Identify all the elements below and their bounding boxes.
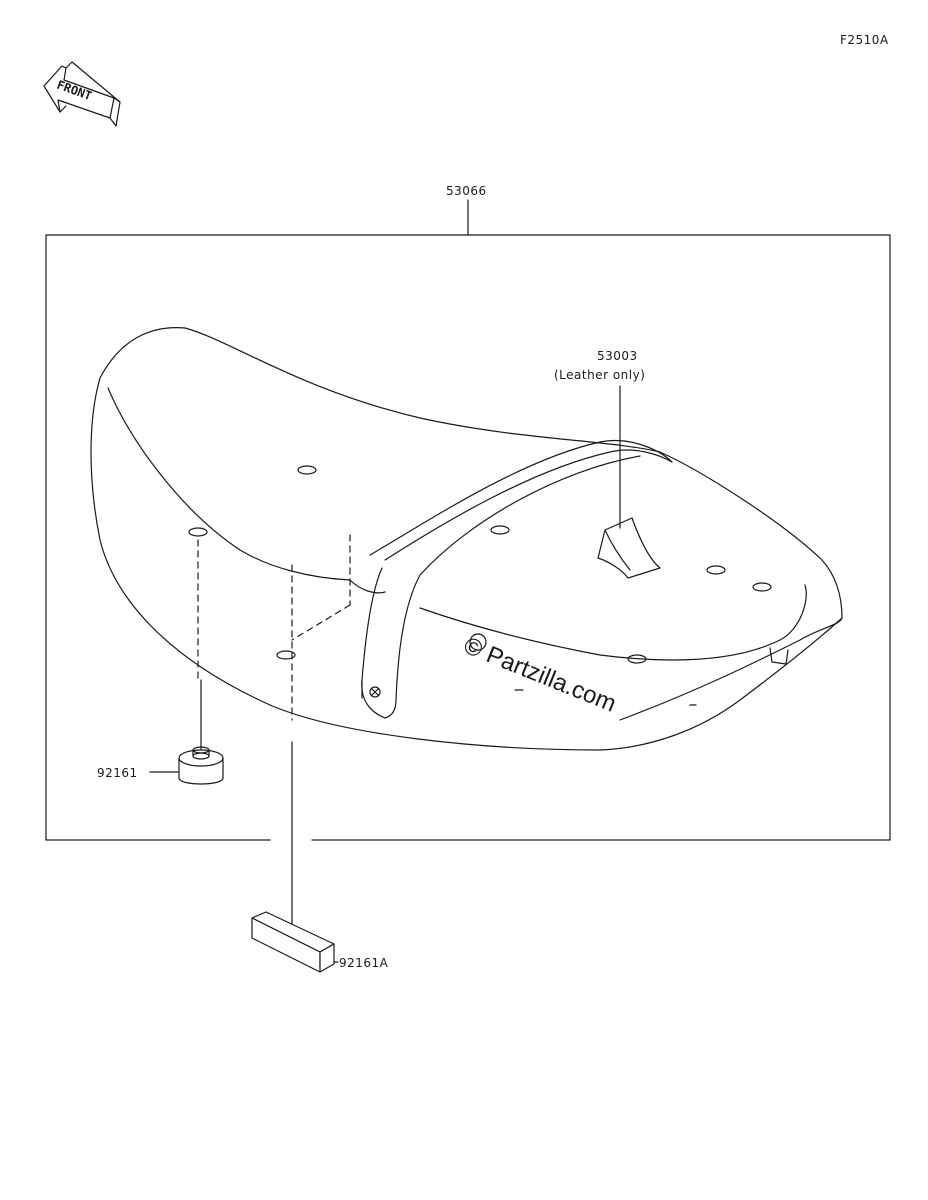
front-arrow-icon bbox=[43, 61, 121, 127]
cover-patch bbox=[597, 517, 661, 579]
damper-block-part bbox=[251, 911, 335, 973]
damper-part bbox=[178, 746, 224, 785]
part-number-53003[interactable]: 53003 bbox=[597, 349, 638, 363]
figure-code: F2510A bbox=[840, 33, 889, 47]
part-number-92161[interactable]: 92161 bbox=[97, 766, 138, 780]
hidden-lines bbox=[197, 534, 351, 721]
assembly-frame bbox=[45, 234, 891, 841]
part-number-92161a[interactable]: 92161A bbox=[339, 956, 389, 970]
seat-body bbox=[90, 327, 843, 751]
part-note-53003: (Leather only) bbox=[554, 368, 646, 382]
seat-holes bbox=[188, 465, 772, 664]
copyright-icon bbox=[469, 633, 487, 651]
seat-strap bbox=[361, 440, 673, 719]
part-number-53066[interactable]: 53066 bbox=[446, 184, 487, 198]
